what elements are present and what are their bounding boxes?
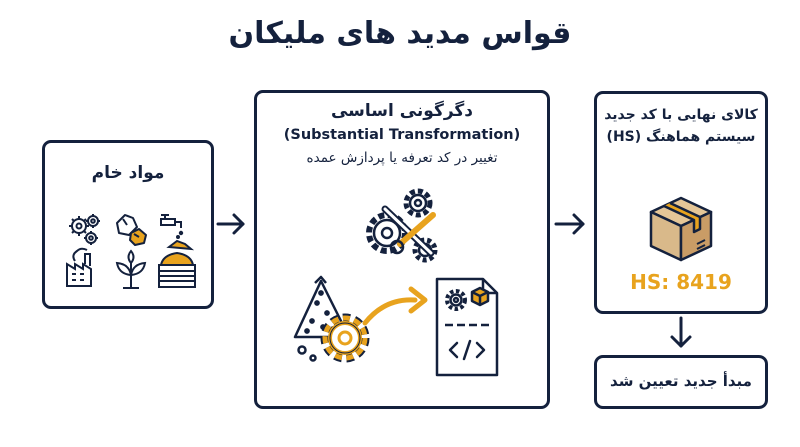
arrow-raw-to-transformation xyxy=(216,213,245,235)
factory-icon xyxy=(66,247,92,287)
raw-materials-box: مواد خام xyxy=(42,140,214,309)
gears-icon xyxy=(69,214,100,245)
cardboard-box-icon xyxy=(649,196,713,262)
transformation-box: دگرگونی اساسی (Substantial Transformatio… xyxy=(254,90,550,409)
page-title: قواس مدید های ملیکان xyxy=(228,16,572,51)
faucet-icon xyxy=(160,214,195,251)
origin-label: مبدأ جدید تعیین شد xyxy=(610,372,752,390)
crate-icon xyxy=(158,251,196,288)
final-product-box: کالای نهایی با کد جدید سیستم هماهنگ (HS)… xyxy=(594,91,768,314)
raw-materials-label: مواد خام xyxy=(91,163,165,183)
wrench-gears-icon xyxy=(366,188,438,263)
final-product-label-line1: کالای نهایی با کد جدید xyxy=(604,107,758,123)
hs-code: HS: 8419 xyxy=(630,270,732,294)
transformation-icons xyxy=(293,188,499,377)
final-product-label-line2: سیستم هماهنگ (HS) xyxy=(606,129,756,145)
final-product-label: کالای نهایی با کد جدید سیستم هماهنگ (HS) xyxy=(601,104,761,148)
transformation-subtitle: (Substantial Transformation) xyxy=(283,127,521,143)
code-document-icon xyxy=(435,277,499,377)
plant-icon xyxy=(115,249,147,289)
arrow-final-to-origin xyxy=(670,316,692,348)
transformation-title: دگرگونی اساسی xyxy=(330,101,474,121)
process-arrow-icon xyxy=(362,286,428,326)
final-product-icons xyxy=(649,196,713,262)
process-gear-icon xyxy=(320,313,370,363)
origin-box: مبدأ جدید تعیین شد xyxy=(594,355,768,409)
ore-rocks-icon xyxy=(116,214,147,246)
arrow-transformation-to-final xyxy=(554,213,585,235)
raw-materials-icons xyxy=(66,214,196,289)
transformation-description: تغییر در کد تعرفه یا پردازش عمده xyxy=(306,150,498,166)
